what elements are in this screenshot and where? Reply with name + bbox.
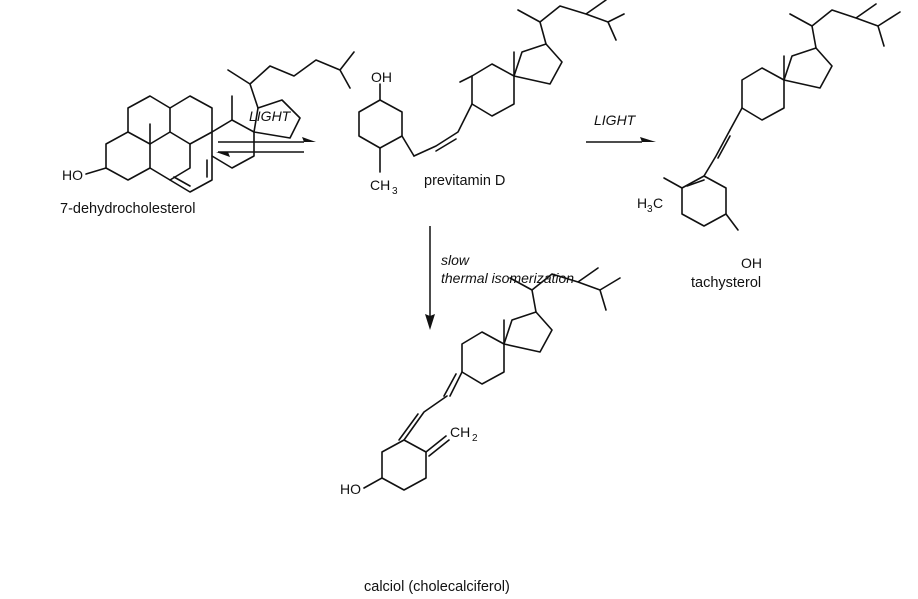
- structure-tachysterol: [663, 3, 901, 231]
- compound-name-previtamin-d: previtamin D: [424, 173, 505, 189]
- hydroxyl-label-tachysterol: OH: [741, 255, 762, 271]
- hydroxyl-label-7dhc: HO: [62, 167, 83, 183]
- condition-slow: slow: [441, 252, 470, 268]
- condition-light-2: LIGHT: [594, 112, 637, 128]
- methyl-prefix-tachysterol: H: [637, 195, 647, 211]
- hydroxyl-label-previtamin: OH: [371, 69, 392, 85]
- methylene-label-calciol: CH: [450, 424, 470, 440]
- equilibrium-arrows: [216, 137, 316, 157]
- compound-name-calciol: calciol (cholecalciferol): [364, 579, 510, 595]
- condition-light-1: LIGHT: [249, 108, 292, 124]
- hydroxyl-label-calciol: HO: [340, 481, 361, 497]
- methyl-label-previtamin: CH: [370, 177, 390, 193]
- structure-calciol: [363, 267, 621, 491]
- structure-previtamin-d: [358, 0, 625, 173]
- compound-name-tachysterol: tachysterol: [691, 275, 761, 291]
- condition-thermal-isomerization: thermal isomerization: [441, 270, 574, 286]
- methyl-prefix-sub-tachysterol: 3: [647, 204, 653, 215]
- methyl-suffix-tachysterol: C: [653, 195, 663, 211]
- structure-7-dehydrocholesterol: [85, 51, 355, 193]
- arrow-thermal-isomerization: [425, 226, 435, 330]
- arrow-to-tachysterol: [586, 137, 656, 143]
- methyl-subscript-previtamin: 3: [392, 186, 398, 197]
- methylene-subscript-calciol: 2: [472, 433, 478, 444]
- compound-name-7-dehydrocholesterol: 7-dehydrocholesterol: [60, 201, 195, 217]
